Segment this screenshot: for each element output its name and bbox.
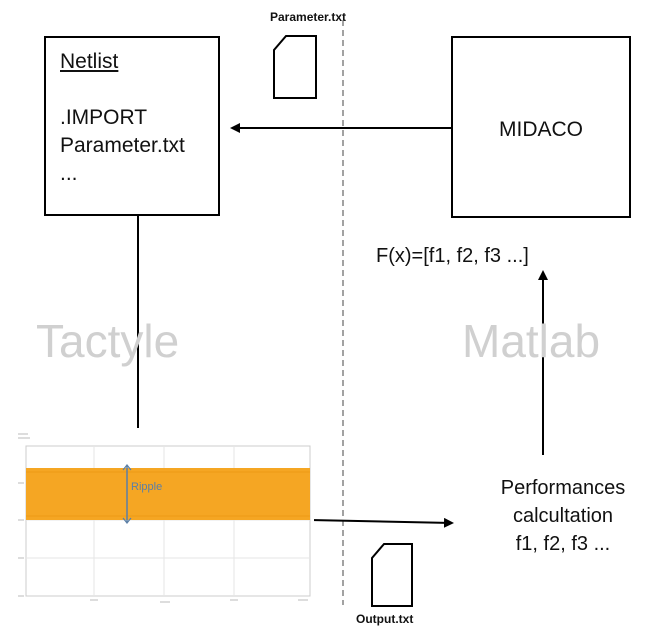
matlab-environment-label: Matlab xyxy=(462,315,601,367)
netlist-line: Parameter.txt xyxy=(60,134,185,157)
performance-block: Performances calcultation f1, f2, f3 ... xyxy=(478,474,648,558)
output-file-caption: Output.txt xyxy=(356,612,414,626)
output-file-document-icon xyxy=(371,543,413,607)
performance-line: Performances xyxy=(500,477,626,499)
netlist-line: .IMPORT xyxy=(60,106,148,129)
netlist-title: Netlist xyxy=(60,50,119,73)
objective-formula: F(x)=[f1, f2, f3 ...] xyxy=(376,245,529,267)
performance-line: f1, f2, f3 ... xyxy=(515,533,611,555)
midaco-label: MIDACO xyxy=(499,118,583,141)
netlist-line: ... xyxy=(60,162,78,185)
parameter-file-document-icon xyxy=(273,35,317,99)
netlist-box: Netlist .IMPORT Parameter.txt ... xyxy=(44,36,220,216)
ripple-waveform-plot xyxy=(14,428,314,604)
parameter-file-caption: Parameter.txt xyxy=(270,10,347,24)
ripple-annotation: Ripple xyxy=(131,481,163,493)
performance-line: calcultation xyxy=(512,505,614,527)
tactyle-environment-label: Tactyle xyxy=(36,315,180,367)
environment-divider xyxy=(342,20,344,605)
ripple-band xyxy=(26,468,310,520)
midaco-box: MIDACO xyxy=(451,36,631,218)
waveform-to-performance-arrow-icon xyxy=(309,517,454,528)
